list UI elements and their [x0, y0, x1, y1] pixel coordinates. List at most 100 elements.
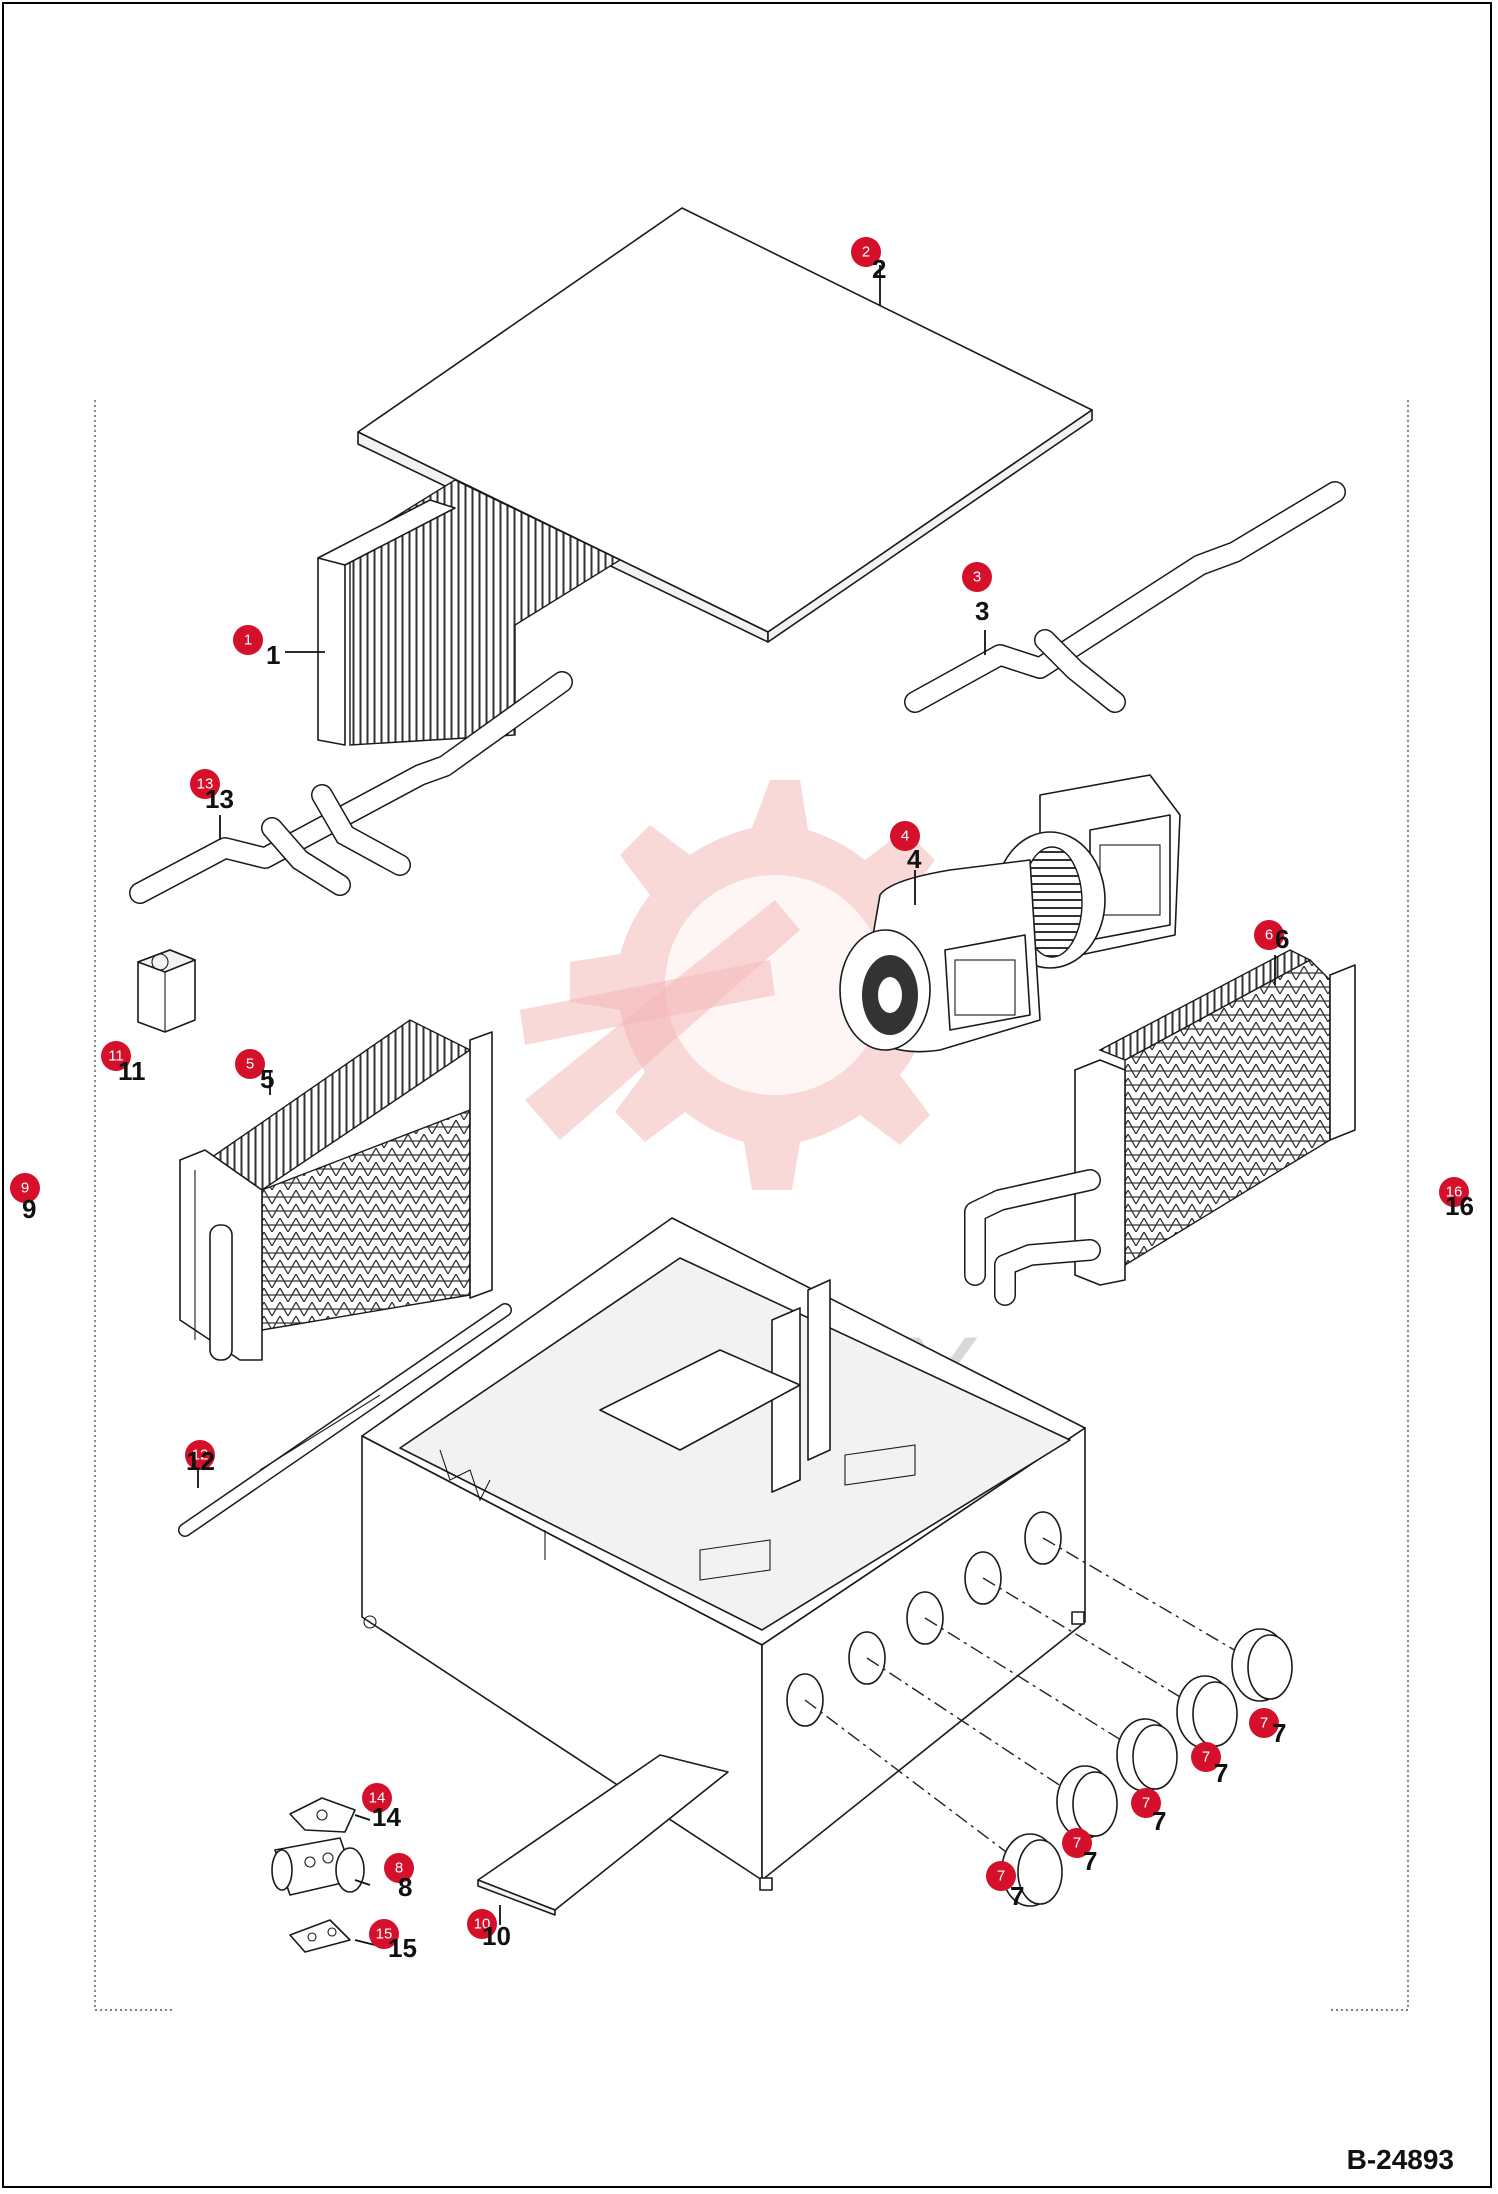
part-13-pipe [129, 671, 573, 904]
drawing-number: B-24893 [1346, 2144, 1454, 2175]
callout-badge-label: 16 [1446, 1184, 1463, 1201]
main-housing [361, 1217, 1086, 1891]
callout-badge-label: 13 [197, 776, 214, 793]
callout-badge-label: 12 [192, 1447, 209, 1464]
callout-badge-label: 6 [1265, 927, 1273, 944]
callout-badge[interactable] [101, 1041, 131, 1071]
callout-badge[interactable] [467, 1909, 497, 1939]
callout-label: 3 [975, 596, 989, 626]
callout-badge[interactable] [369, 1919, 399, 1949]
callout-11[interactable]: 11 11 [101, 1041, 146, 1086]
part-6-evaporator [964, 949, 1356, 1306]
callout-10[interactable]: 10 10 [467, 1909, 511, 1951]
callout-badge[interactable] [190, 769, 220, 799]
callout-8[interactable]: 8 8 [384, 1853, 414, 1902]
callout-badge[interactable] [235, 1049, 265, 1079]
callout-badge[interactable] [185, 1440, 215, 1470]
callout-13[interactable]: 13 13 [190, 769, 234, 814]
callout-4[interactable]: 4 4 [890, 821, 922, 874]
callout-label: 6 [1275, 924, 1289, 954]
callout-badge-label: 1 [244, 632, 252, 649]
callout-14[interactable]: 14 14 [362, 1783, 401, 1832]
callout-badge-label: 9 [21, 1180, 29, 1197]
part-14-clip [289, 1797, 356, 1833]
callout-6[interactable]: 6 6 [1254, 920, 1289, 954]
callout-label: 9 [22, 1194, 36, 1224]
callout-badge[interactable] [1254, 920, 1284, 950]
callout-label: 4 [907, 844, 922, 874]
callout-7[interactable]: 7 7 [1062, 1828, 1097, 1876]
callout-5[interactable]: 5 5 [235, 1049, 274, 1094]
callout-12[interactable]: 12 12 [185, 1440, 215, 1476]
callout-badge-label: 10 [474, 1916, 491, 1933]
callout-3[interactable]: 3 3 [962, 562, 992, 626]
callout-label: 7 [1214, 1758, 1228, 1788]
callout-label: 13 [205, 784, 234, 814]
callout-badge[interactable] [1062, 1828, 1092, 1858]
callout-badge-label: 8 [395, 1860, 403, 1877]
callout-label: 7 [1272, 1718, 1286, 1748]
callout-badge[interactable] [384, 1853, 414, 1883]
callout-badge[interactable] [1249, 1708, 1279, 1738]
callout-badge[interactable] [851, 237, 881, 267]
part-3-pipe [904, 481, 1346, 713]
callout-label: 12 [186, 1446, 215, 1476]
callout-badge[interactable] [1131, 1788, 1161, 1818]
callout-badge-label: 7 [1260, 1715, 1268, 1732]
callout-badge-label: 15 [376, 1926, 393, 1943]
assembly-bracket-lines [94, 400, 1409, 2011]
callout-label: 5 [260, 1064, 274, 1094]
callout-badge[interactable] [962, 562, 992, 592]
callout-badge[interactable] [986, 1861, 1016, 1891]
callout-label: 15 [388, 1933, 417, 1963]
callout-label: 8 [398, 1872, 412, 1902]
callout-badge-label: 11 [108, 1048, 124, 1065]
callout-7[interactable]: 7 7 [1191, 1742, 1228, 1788]
part-8-valve [271, 1837, 365, 1896]
callout-label: 7 [1152, 1806, 1166, 1836]
part-4-blower [839, 774, 1181, 1053]
part-12-rod [178, 1303, 512, 1537]
callout-label: 2 [872, 254, 886, 284]
callout-badge[interactable] [890, 821, 920, 851]
callout-7[interactable]: 7 7 [986, 1861, 1024, 1911]
callout-15[interactable]: 15 15 [369, 1919, 417, 1963]
callout-label: 10 [482, 1921, 511, 1951]
part-11-valve [137, 949, 196, 1033]
callout-label: 7 [1083, 1846, 1097, 1876]
callout-badge[interactable] [1439, 1177, 1469, 1207]
callout-badge[interactable] [233, 625, 263, 655]
assembly-center-lines [804, 1537, 1261, 1871]
part-1-filter [317, 479, 622, 746]
callout-label: 14 [372, 1802, 401, 1832]
callout-badge-label: 7 [1202, 1749, 1210, 1766]
callout-badge-label: 3 [973, 569, 981, 586]
callout-badge-label: 7 [1142, 1795, 1150, 1812]
leader-lines [197, 265, 1276, 1946]
callout-7[interactable]: 7 7 [1131, 1788, 1166, 1836]
callout-9[interactable]: 9 9 [10, 1173, 40, 1224]
callout-label: 1 [266, 640, 280, 670]
part-7-rings [1001, 1628, 1293, 1907]
callout-badge[interactable] [1191, 1742, 1221, 1772]
callout-badge-label: 7 [1073, 1835, 1081, 1852]
callout-label: 7 [1010, 1881, 1024, 1911]
callout-label: 16 [1445, 1191, 1474, 1221]
callout-2[interactable]: 2 2 [851, 237, 886, 284]
callout-badge-label: 5 [246, 1056, 254, 1073]
part-15-clip [289, 1919, 351, 1953]
callout-badge-label: 14 [369, 1790, 386, 1807]
part-5-evaporator [179, 1019, 493, 1361]
callout-7[interactable]: 7 7 [1249, 1708, 1286, 1748]
callout-badge-label: 4 [901, 828, 909, 845]
callout-1[interactable]: 1 1 [233, 625, 280, 670]
callout-16[interactable]: 16 16 [1439, 1177, 1474, 1221]
callout-label: 11 [118, 1056, 146, 1086]
callout-badge-label: 2 [862, 244, 870, 261]
callout-badge[interactable] [362, 1783, 392, 1813]
callout-badge-label: 7 [997, 1868, 1005, 1885]
callout-badge[interactable] [10, 1173, 40, 1203]
